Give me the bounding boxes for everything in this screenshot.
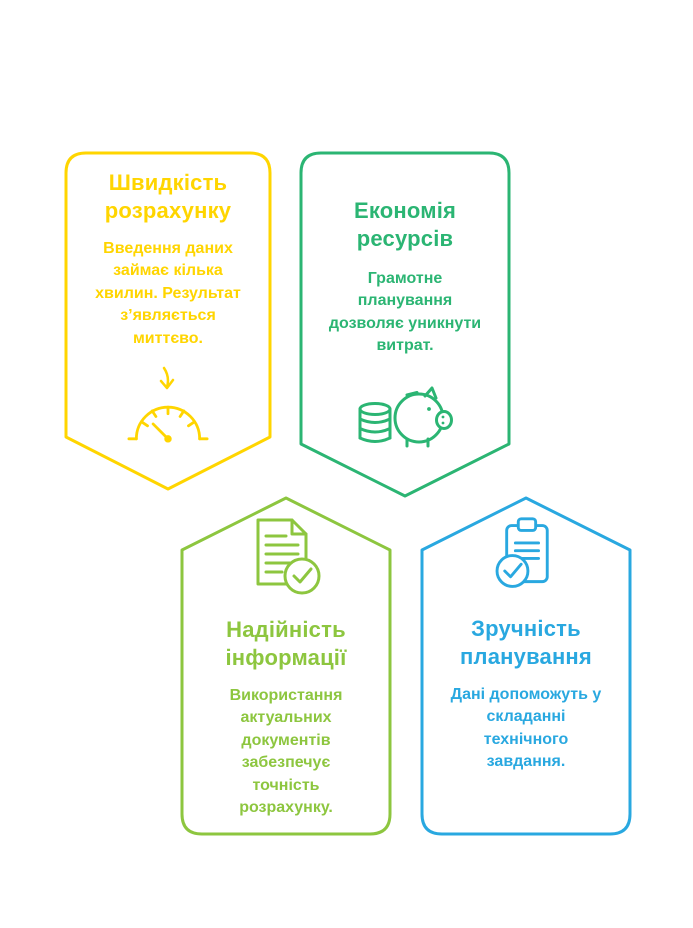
card-economy-body: Грамотне планування дозволяє уникнути ви… [328,270,482,355]
card-reliability: Надійність інформації Використання актуа… [180,496,392,836]
card-convenience-title: Зручність планування [460,616,592,669]
card-economy-outline [299,151,511,498]
clipboard-check-icon [495,517,549,588]
card-speed-title: Швидкість розрахунку [104,170,232,223]
card-convenience: Зручність планування Дані допоможуть у с… [420,496,632,836]
speedometer-icon [127,405,209,443]
card-reliability-title: Надійність інформації [225,617,347,670]
card-reliability-body: Використання актуальних документів забез… [229,687,343,816]
document-check-icon [256,518,321,595]
card-economy: Економія ресурсів Грамотне планування до… [299,151,511,498]
card-speed: Швидкість розрахунку Введення даних займ… [64,151,272,491]
card-speed-body: Введення даних займає кілька хвилин. Рез… [95,240,241,347]
card-reliability-outline [180,496,392,836]
card-economy-title: Економія ресурсів [353,198,457,251]
piggy-bank-coins-icon [358,386,453,448]
card-convenience-outline [420,496,632,836]
card-speed-outline [64,151,272,491]
arrow-down-icon [159,366,175,390]
card-convenience-body: Дані допоможуть у складанні технічного з… [450,686,602,771]
